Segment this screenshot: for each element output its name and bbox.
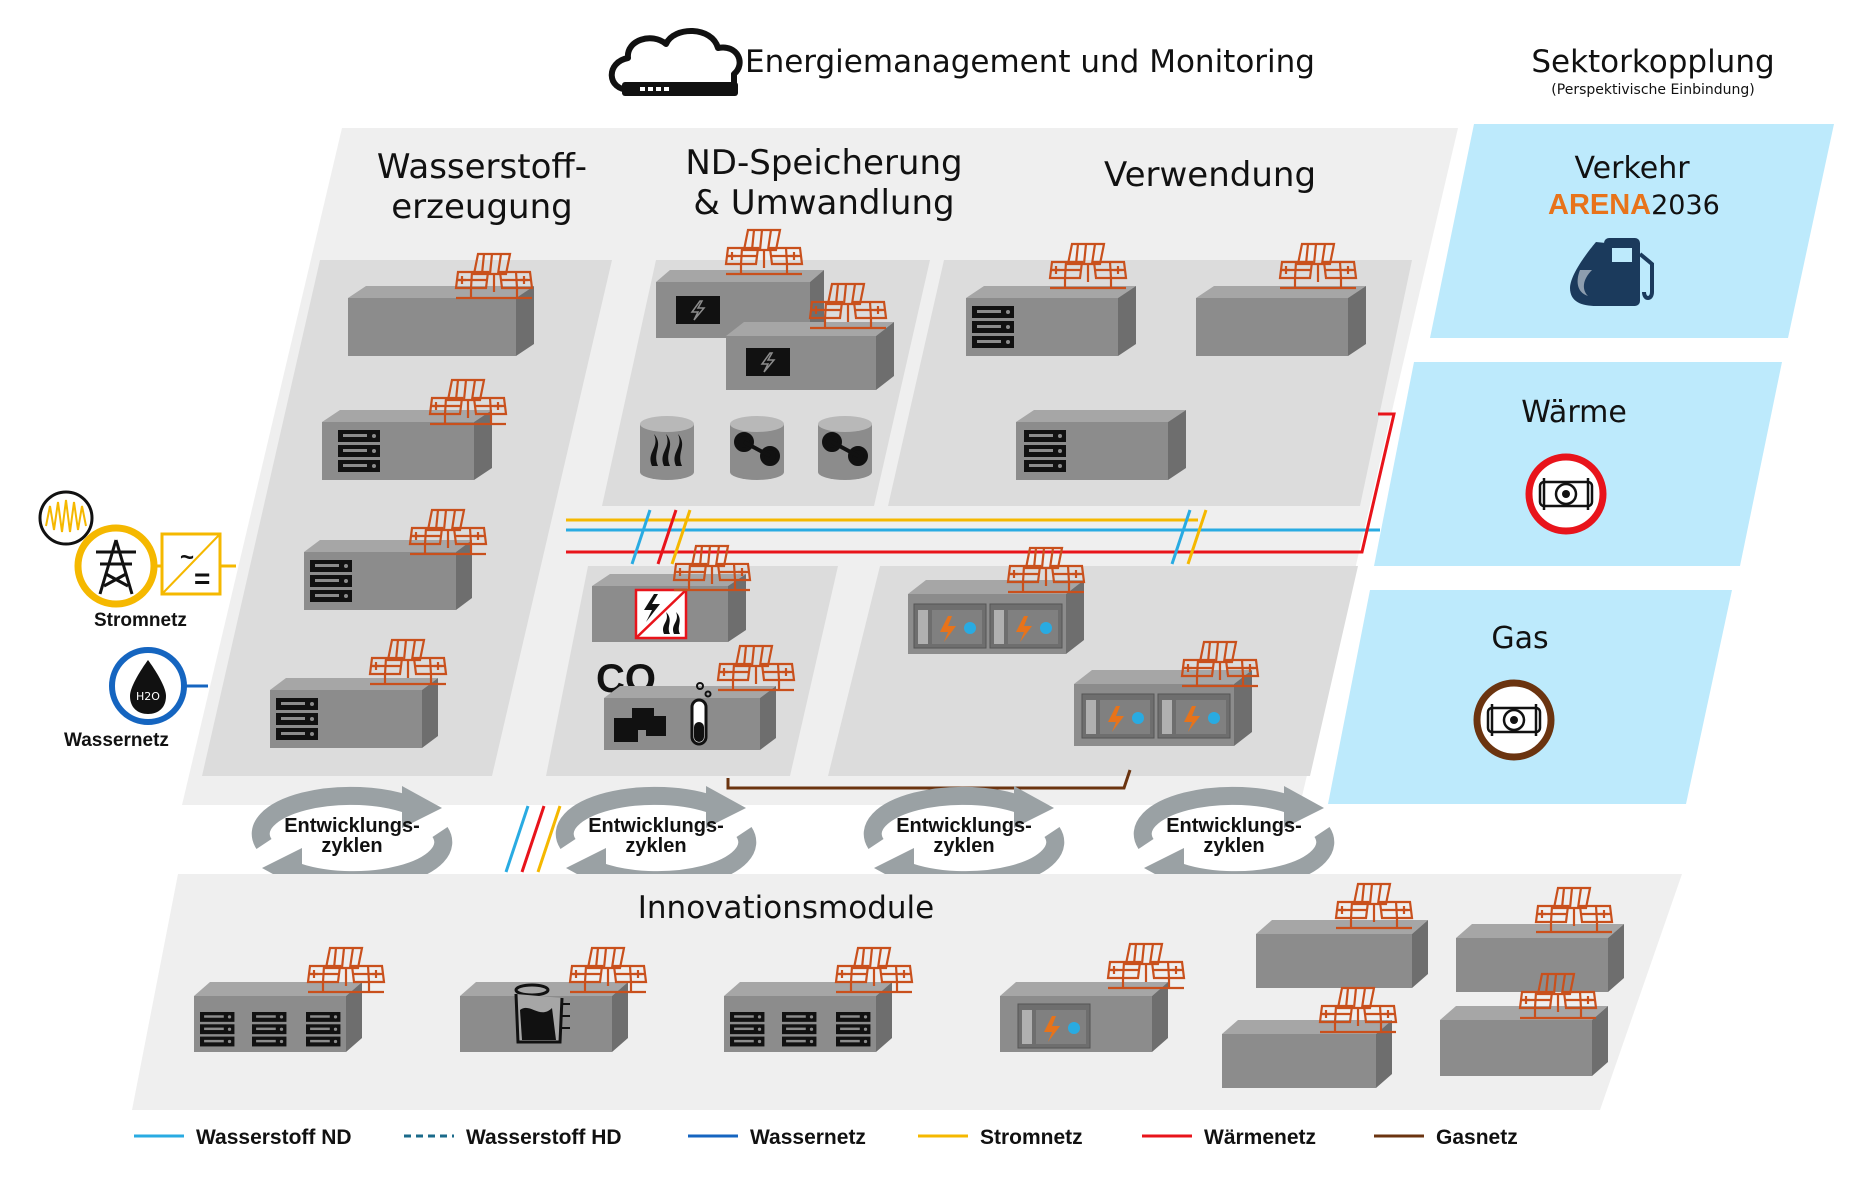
cubes-icon <box>614 708 666 742</box>
flame-icon <box>650 434 683 466</box>
fuelcell-icon <box>913 603 987 649</box>
svg-text:Entwicklungs-: Entwicklungs- <box>1166 815 1302 837</box>
fuelcell-icon <box>1157 693 1231 739</box>
arena-logo: ARENA2036 <box>1548 189 1720 221</box>
molecule-icon <box>734 432 780 466</box>
server-rack-icon <box>782 1012 817 1047</box>
development-cycle-1: Entwicklungs- zyklen <box>261 786 444 890</box>
svg-text:H2O: H2O <box>136 690 160 703</box>
beaker-icon <box>514 983 570 1044</box>
server-rack-icon <box>310 560 352 602</box>
battery-icon <box>675 295 721 325</box>
column-title-storage-line1: ND-Speicherung <box>685 143 962 183</box>
innovation-module-2 <box>460 946 648 1052</box>
heat-line <box>566 412 1396 554</box>
molecule-icon <box>822 432 868 466</box>
innovation-module-3 <box>724 946 914 1052</box>
legend-label-4: Wärmenetz <box>1204 1126 1316 1149</box>
server-rack-icon <box>1024 430 1066 472</box>
svg-text:zyklen: zyklen <box>933 835 994 857</box>
gas-exchanger-icon <box>1473 679 1555 761</box>
electrolyzer-module-3 <box>304 508 488 610</box>
test-tube-icon <box>690 682 712 746</box>
innovation-label: Innovationsmodule <box>638 890 934 926</box>
legend-label-5: Gasnetz <box>1436 1126 1518 1149</box>
legend-label-1: Wasserstoff HD <box>466 1126 622 1149</box>
cloud-server-icon <box>608 28 743 96</box>
legend: Wasserstoff ND Wasserstoff HD Wassernetz St… <box>134 1126 1518 1149</box>
fuelcell-icon <box>989 603 1063 649</box>
header-title: Energiemanagement und Monitoring <box>745 44 1315 80</box>
electrolyzer-module-2 <box>322 378 508 480</box>
electrolyzer-module-4 <box>270 638 448 748</box>
svg-text:zyklen: zyklen <box>321 835 382 857</box>
power-to-heat-icon <box>634 588 688 640</box>
sector-label-gas: Gas <box>1491 621 1548 656</box>
fuel-pump-icon <box>1570 238 1654 306</box>
innovation-module-8 <box>1440 972 1608 1076</box>
server-rack-icon <box>730 1012 765 1047</box>
water-drop-icon: H2O <box>109 647 187 725</box>
power-grid-label: Stromnetz <box>94 610 187 631</box>
server-rack-icon <box>200 1012 235 1047</box>
heat-tank <box>640 416 694 480</box>
column-title-storage-line2: & Umwandlung <box>693 183 954 223</box>
sector-label-transport: Verkehr <box>1574 151 1690 186</box>
server-rack-icon <box>836 1012 871 1047</box>
legend-label-2: Wassernetz <box>750 1126 866 1149</box>
column-title-usage: Verwendung <box>1104 155 1316 195</box>
svg-text:zyklen: zyklen <box>1203 835 1264 857</box>
sector-label-heat: Wärme <box>1521 395 1627 430</box>
svg-text:Entwicklungs-: Entwicklungs- <box>588 815 724 837</box>
fuelcell-module-1 <box>908 546 1086 654</box>
sector-title: Sektorkopplung <box>1531 44 1774 80</box>
svg-text:Entwicklungs-: Entwicklungs- <box>896 815 1032 837</box>
fuelcell-icon <box>1017 1003 1091 1049</box>
legend-label-0: Wasserstoff ND <box>196 1126 352 1149</box>
fuelcell-icon <box>1081 693 1155 739</box>
gas-tank-1 <box>730 416 784 480</box>
innovation-module-4 <box>1000 942 1186 1052</box>
fuelcell-module-2 <box>1074 640 1260 746</box>
server-rack-icon <box>306 1012 341 1047</box>
column-title-production-line1: Wasserstoff- <box>377 147 587 187</box>
innovation-module-1 <box>194 946 386 1052</box>
innovation-module-5 <box>1256 882 1428 988</box>
sector-subtitle: (Perspektivische Einbindung) <box>1551 82 1754 98</box>
server-rack-icon <box>252 1012 287 1047</box>
sector-panel-transport <box>1430 124 1834 338</box>
power-to-heat-module <box>592 544 752 642</box>
svg-text:zyklen: zyklen <box>625 835 686 857</box>
production-panel <box>202 260 612 776</box>
water-grid-label: Wassernetz <box>64 730 169 751</box>
column-title-production-line2: erzeugung <box>391 187 572 227</box>
gas-line <box>726 769 1132 790</box>
legend-label-3: Stromnetz <box>980 1126 1083 1149</box>
innovation-module-6 <box>1456 886 1624 992</box>
usage-module-1 <box>966 242 1136 356</box>
svg-text:Entwicklungs-: Entwicklungs- <box>284 815 420 837</box>
heat-exchanger-icon <box>1525 453 1607 535</box>
battery-icon <box>745 347 791 377</box>
svg-text:=: = <box>194 563 210 594</box>
gas-tank-2 <box>818 416 872 480</box>
methanation-module <box>604 644 796 750</box>
ac-dc-converter-icon: ~ = <box>160 532 222 596</box>
development-cycle-4: Entwicklungs- zyklen <box>1143 786 1326 890</box>
battery-storage-2 <box>726 282 894 390</box>
oscillation-icon <box>38 490 94 546</box>
power-pylon-icon <box>74 524 158 608</box>
electrolyzer-module-1 <box>348 252 534 356</box>
svg-text:~: ~ <box>180 544 194 571</box>
server-rack-icon <box>972 306 1014 348</box>
innovation-module-7 <box>1222 986 1398 1088</box>
development-cycle-2: Entwicklungs- zyklen <box>565 786 748 890</box>
server-rack-icon <box>276 698 318 740</box>
usage-module-2 <box>1196 242 1366 356</box>
usage-module-3 <box>1016 410 1186 480</box>
pipe-lines <box>504 412 1396 873</box>
development-cycle-3: Entwicklungs- zyklen <box>873 786 1056 890</box>
server-rack-icon <box>338 430 380 472</box>
